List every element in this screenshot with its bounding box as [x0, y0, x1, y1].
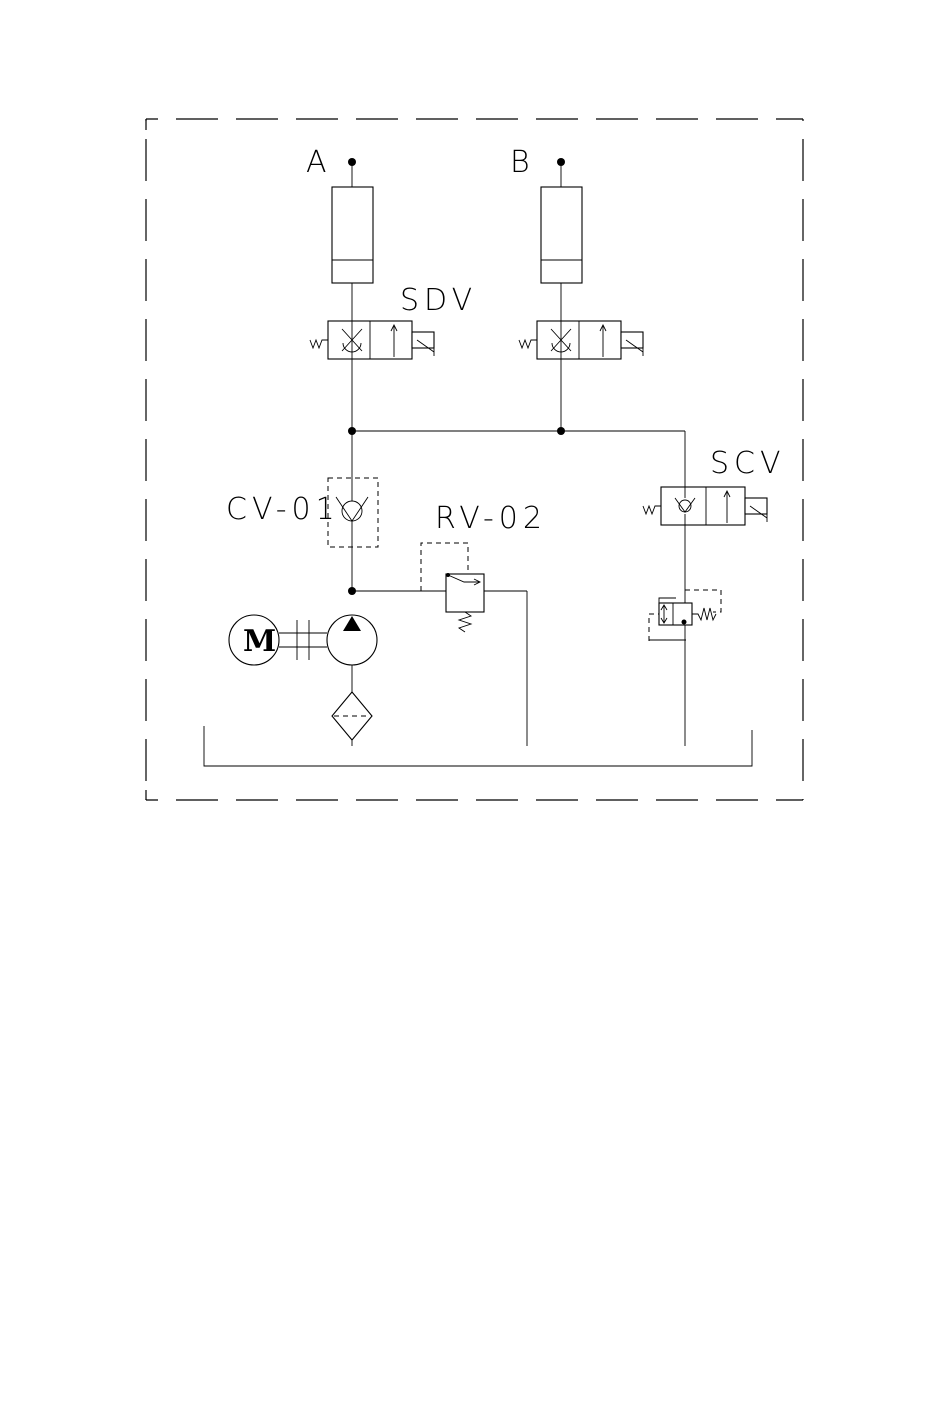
pressure-manifold: [348, 427, 685, 487]
port-b-label: B: [510, 145, 535, 180]
scv-valve: [643, 487, 767, 525]
solenoid-icon: [621, 332, 643, 348]
cv-label: CV-01: [226, 492, 340, 527]
sdv-valve-a: [310, 321, 434, 359]
hydraulic-pump: [327, 615, 377, 692]
spring-icon: [643, 506, 661, 514]
suction-filter: [332, 692, 372, 746]
port-b-branch: [519, 158, 643, 431]
sdv-label: SDV: [400, 283, 477, 318]
spring-icon: [459, 612, 471, 632]
tank-reservoir: [204, 726, 752, 766]
system-boundary: [146, 119, 803, 800]
spring-icon: [310, 340, 328, 348]
cylinder-a: [332, 187, 373, 283]
motor-label: M: [243, 624, 276, 659]
scv-label: SCV: [710, 446, 786, 481]
spring-icon: [519, 340, 537, 348]
port-a-label: A: [306, 145, 332, 180]
electric-motor: M: [229, 615, 327, 665]
sdv-valve-b: [519, 321, 643, 359]
cylinder-b: [541, 187, 582, 283]
solenoid-icon: [745, 498, 767, 514]
relief-valve-rv02: [352, 543, 527, 746]
rv-label: RV-02: [435, 501, 547, 536]
solenoid-icon: [412, 332, 434, 348]
